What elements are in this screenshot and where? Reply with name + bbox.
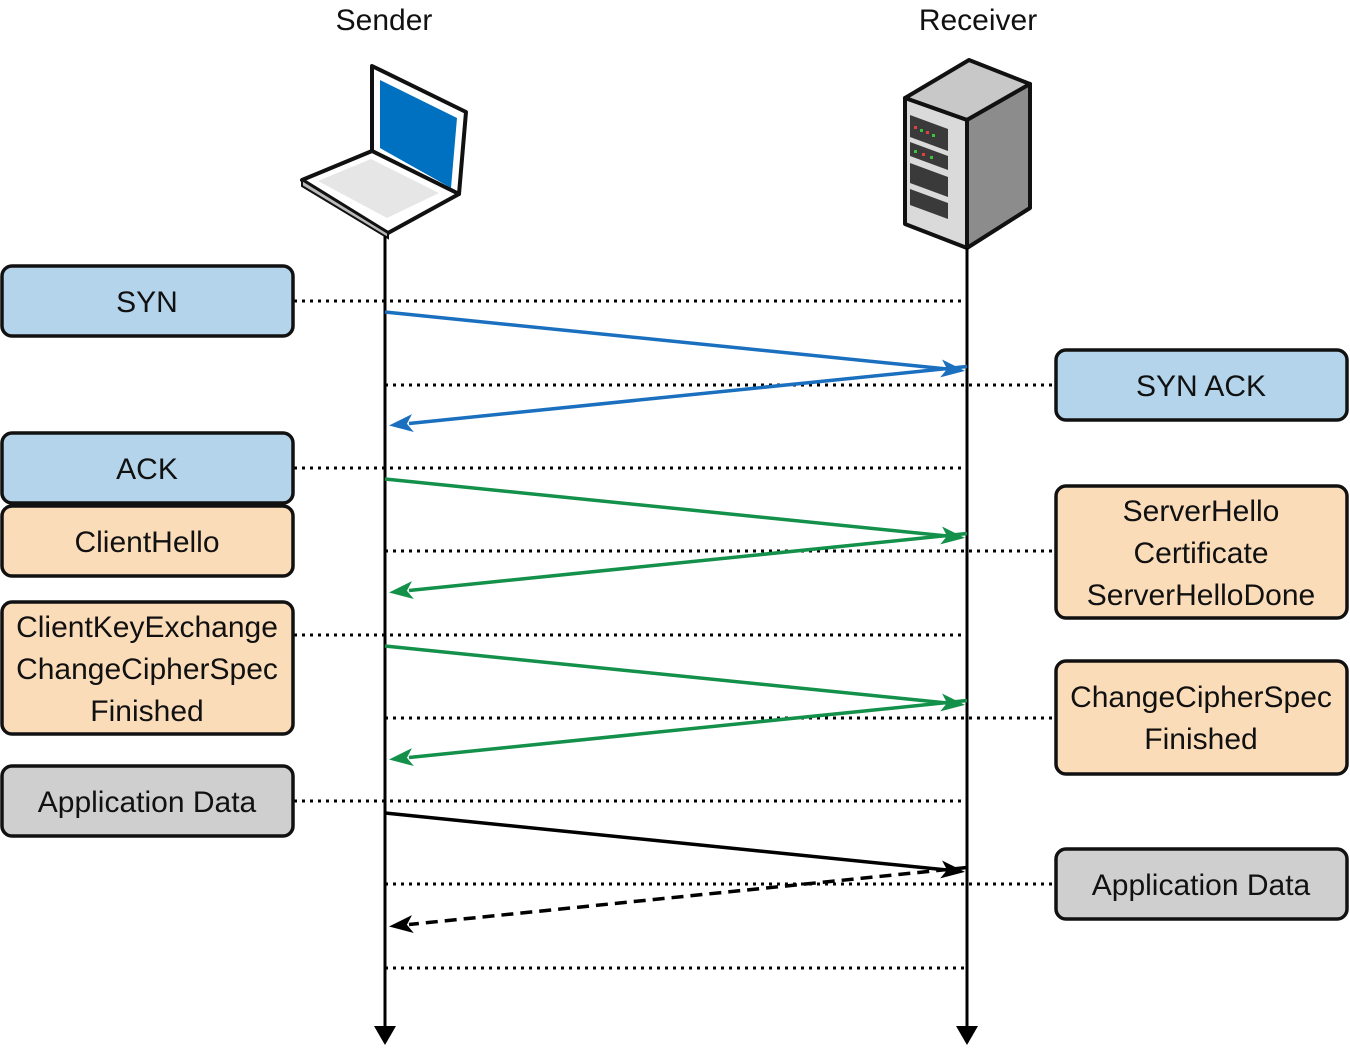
- sender-lifeline: [374, 236, 396, 1045]
- arrow-line: [408, 531, 968, 593]
- arrow-layer: [384, 310, 968, 934]
- message-arrow-tcp-right: [384, 310, 965, 378]
- message-arrow-app-right: [384, 811, 965, 879]
- message-box-client-hello: ClientHello: [0, 504, 295, 578]
- message-arrow-tls-left: [389, 531, 968, 600]
- message-label: ChangeCipherSpec: [16, 653, 278, 686]
- message-label: ACK: [116, 453, 178, 486]
- sender-label: Sender: [336, 4, 433, 37]
- arrow-line: [384, 644, 948, 705]
- arrow-line: [408, 698, 968, 760]
- message-label: ChangeCipherSpec: [1070, 681, 1332, 714]
- message-label: Finished: [1144, 723, 1257, 756]
- message-box-ack: ACK: [0, 431, 295, 505]
- message-box-bg: [1054, 348, 1349, 422]
- message-arrow-tls-left: [389, 698, 968, 767]
- message-box-bg: [0, 764, 295, 838]
- message-label: SYN: [116, 286, 178, 319]
- arrow-line: [408, 865, 968, 927]
- message-label: Application Data: [1092, 869, 1311, 902]
- message-box-bg: [1054, 847, 1349, 921]
- arrow-head: [940, 860, 965, 879]
- arrow-head: [389, 581, 414, 600]
- message-label: Finished: [90, 695, 203, 728]
- message-box-server-application-data: Application Data: [1054, 847, 1349, 921]
- message-arrow-tls-right: [384, 477, 965, 545]
- arrow-line: [384, 477, 948, 538]
- receiver-label: Receiver: [919, 4, 1037, 37]
- message-arrow-tls-right: [384, 644, 965, 712]
- receiver-lifeline: [956, 248, 978, 1045]
- message-box-bg: [0, 264, 295, 338]
- message-box-bg: [1054, 659, 1349, 776]
- message-box-server-hello: ServerHello Certificate ServerHelloDone: [1054, 484, 1349, 620]
- arrow-head: [389, 748, 414, 767]
- arrow-line: [384, 310, 948, 371]
- message-label: ClientHello: [74, 526, 219, 559]
- message-box-bg: [1054, 484, 1349, 620]
- message-box-client-application-data: Application Data: [0, 764, 295, 838]
- message-box-bg: [0, 504, 295, 578]
- message-label: ServerHelloDone: [1087, 579, 1315, 612]
- server-icon: [903, 58, 1032, 250]
- message-arrow-tcp-left: [389, 364, 968, 433]
- message-box-syn: SYN: [0, 264, 295, 338]
- laptop-icon: [300, 64, 468, 240]
- arrow-line: [384, 811, 948, 872]
- message-label: SYN ACK: [1136, 370, 1266, 403]
- message-box-bg: [0, 431, 295, 505]
- message-box-syn-ack: SYN ACK: [1054, 348, 1349, 422]
- arrow-head: [389, 915, 414, 934]
- message-label: Certificate: [1133, 537, 1268, 570]
- guide-lines: [294, 299, 1056, 970]
- message-label: ServerHello: [1123, 495, 1280, 528]
- message-label: Application Data: [38, 786, 257, 819]
- arrow-head: [389, 414, 414, 433]
- message-arrow-app-left: [389, 865, 968, 934]
- arrow-line: [408, 364, 968, 426]
- message-label: ClientKeyExchange: [16, 611, 278, 644]
- message-box-bg: [0, 600, 295, 736]
- message-box-client-key-exchange: ClientKeyExchange ChangeCipherSpec Finis…: [0, 600, 295, 736]
- message-box-server-change-cipher-spec: ChangeCipherSpec Finished: [1054, 659, 1349, 776]
